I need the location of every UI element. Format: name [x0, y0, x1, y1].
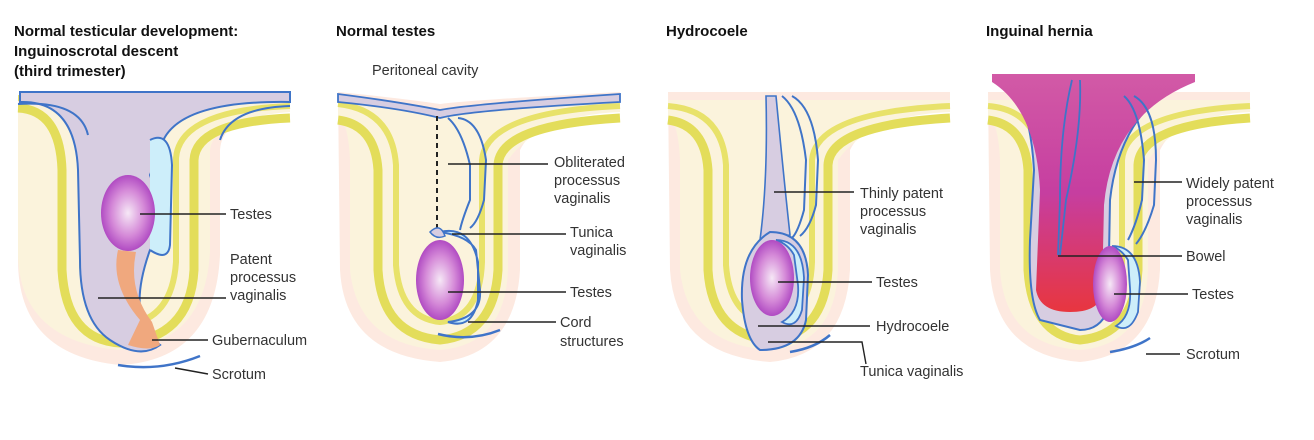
label-wide-1: Widely patent: [1186, 176, 1274, 192]
panel3-title: Hydrocoele: [666, 23, 748, 40]
cord-3: [781, 95, 808, 239]
scrotum-leader: [174, 367, 209, 375]
tunica-layer: [149, 136, 174, 256]
panel-inguinoscrotal-descent: Normal testicular development: Inguinosc…: [14, 23, 307, 383]
testis-3: [750, 240, 794, 316]
skin-4: [1109, 336, 1151, 354]
label-testes-4: Testes: [1192, 287, 1234, 303]
skin-2: [437, 328, 501, 339]
label-wide-3: vaginalis: [1186, 212, 1242, 228]
panel-hydrocoele: Hydrocoele Thinly patent processus vagin…: [666, 23, 963, 380]
label-patent-pv-1: Patent: [230, 252, 272, 268]
cord-2: [447, 117, 471, 231]
label-scrotum-4: Scrotum: [1186, 347, 1240, 363]
label-thin-3: vaginalis: [860, 222, 916, 238]
label-cord-2: structures: [560, 334, 624, 350]
label-patent-pv-2: processus: [230, 270, 296, 286]
testis-4: [1093, 246, 1127, 322]
cord-3b: [791, 95, 820, 237]
label-cord-1: Cord: [560, 315, 591, 331]
label-tunica-1: Tunica: [570, 225, 614, 241]
label-testes-2: Testes: [570, 285, 612, 301]
label-testes-3: Testes: [876, 275, 918, 291]
label-obliterated-3: vaginalis: [554, 191, 610, 207]
yellow-band-4a: [987, 113, 1251, 345]
mesentery-line-b: [1059, 79, 1082, 256]
label-obliterated-2: processus: [554, 173, 620, 189]
skin-3: [789, 334, 831, 354]
cord-4b: [1133, 95, 1158, 245]
gubernaculum: [116, 250, 160, 349]
scrotal-skin: [117, 354, 201, 369]
bowel: [992, 74, 1195, 312]
yellow-band-2a: [337, 113, 621, 345]
panel1-title-line1: Normal testicular development:: [14, 23, 238, 40]
tunica-3: [775, 239, 805, 326]
panel4-title: Inguinal hernia: [986, 23, 1093, 40]
tunica-top-2: [429, 227, 446, 239]
label-wide-2: processus: [1186, 194, 1252, 210]
cord-4: [1123, 95, 1146, 241]
label-tunica-3: Tunica vaginalis: [860, 364, 963, 380]
label-obliterated-1: Obliterated: [554, 155, 625, 171]
label-gubernaculum: Gubernaculum: [212, 333, 307, 349]
testis-2: [416, 240, 464, 320]
panel1-title-line3: (third trimester): [14, 63, 126, 80]
label-hydrocoele: Hydrocoele: [876, 319, 949, 335]
label-peritoneal-cavity: Peritoneal cavity: [372, 63, 479, 79]
label-thin-2: processus: [860, 204, 926, 220]
label-bowel: Bowel: [1186, 249, 1226, 265]
label-testes: Testes: [230, 207, 272, 223]
tunica-2: [439, 229, 482, 325]
label-scrotum: Scrotum: [212, 367, 266, 383]
cord-2b: [457, 117, 488, 229]
panel2-title: Normal testes: [336, 23, 435, 40]
label-thin-1: Thinly patent: [860, 186, 943, 202]
panel-inguinal-hernia: Inguinal hernia Widely patent processus …: [986, 23, 1274, 363]
yellow-band-2b: [337, 101, 621, 326]
testis: [101, 175, 155, 251]
label-tunica-2: vaginalis: [570, 243, 626, 259]
mesentery-line: [1057, 79, 1073, 256]
outline-right: [219, 105, 291, 141]
peritoneum-2: [337, 92, 621, 119]
label-patent-pv-3: vaginalis: [230, 288, 286, 304]
panel-normal-testes: Normal testes Peritoneal cavity Oblitera…: [336, 23, 626, 362]
panel1-title-line2: Inguinoscrotal descent: [14, 43, 178, 60]
outline-left: [17, 102, 89, 136]
tunica-leader-3: [768, 341, 867, 365]
